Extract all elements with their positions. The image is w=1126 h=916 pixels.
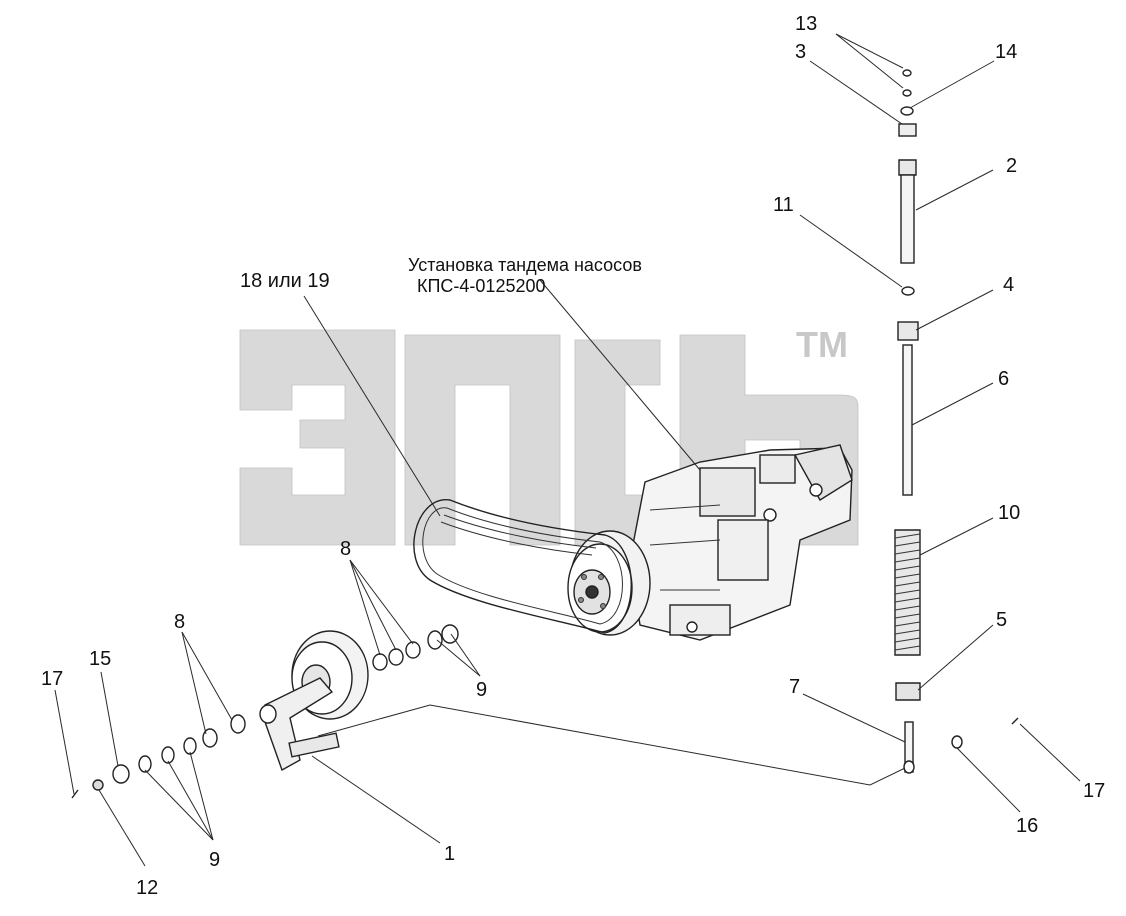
leader-lines bbox=[54, 33, 1081, 867]
callout-16: 16 bbox=[1016, 815, 1038, 837]
callout-18-or-19: 18 или 19 bbox=[240, 270, 330, 292]
callout-12: 12 bbox=[136, 877, 158, 899]
assembly-caption-line1: Установка тандема насосов bbox=[408, 255, 642, 275]
callout-11: 11 bbox=[773, 194, 794, 216]
callout-15: 15 bbox=[89, 648, 111, 670]
callout-3: 3 bbox=[795, 41, 806, 63]
left-washers-bearings bbox=[71, 714, 246, 799]
watermark-logo: TM bbox=[239, 324, 859, 546]
pump-tandem-assembly bbox=[629, 444, 853, 641]
callout-4: 4 bbox=[1003, 274, 1014, 296]
callout-9-mid: 9 bbox=[476, 679, 487, 701]
callout-10: 10 bbox=[998, 502, 1020, 524]
callout-13: 13 bbox=[795, 13, 817, 35]
callout-17-right: 17 bbox=[1083, 780, 1105, 802]
callout-6: 6 bbox=[998, 368, 1009, 390]
watermark-trademark: TM bbox=[796, 324, 848, 365]
callout-1: 1 bbox=[444, 843, 455, 865]
callout-8-top: 8 bbox=[340, 538, 351, 560]
middle-washers-bearings bbox=[372, 624, 459, 671]
tension-rod-assembly bbox=[894, 69, 1019, 774]
pump-pulley bbox=[567, 530, 651, 636]
v-belt bbox=[413, 499, 632, 634]
callout-14: 14 bbox=[995, 41, 1017, 63]
callout-2: 2 bbox=[1006, 155, 1017, 177]
callout-7: 7 bbox=[789, 676, 800, 698]
callout-8-left: 8 bbox=[174, 611, 185, 633]
callout-5: 5 bbox=[996, 609, 1007, 631]
callout-9-bottom: 9 bbox=[209, 849, 220, 871]
assembly-caption-line2: КПС-4-0125200 bbox=[417, 276, 546, 296]
tensioner-assembly bbox=[259, 630, 369, 772]
callout-17-left: 17 bbox=[41, 668, 63, 690]
